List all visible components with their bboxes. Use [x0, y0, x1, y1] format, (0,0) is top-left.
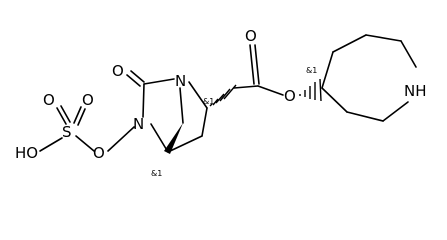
bond-az-4 — [400, 40, 417, 68]
bond-n1-c8 — [179, 87, 184, 124]
hashed-wedge-o-azepane — [299, 78, 322, 102]
bond-ester-co-a — [249, 44, 255, 85]
bond-n6-o — [107, 126, 135, 152]
bond-az-5 — [382, 101, 409, 122]
chemical-structure-diagram: O N N O S O O HO O O NH &1 &1 &1 — [15, 27, 427, 178]
atom-o-s-top1: O — [43, 91, 55, 109]
bond-o-s — [75, 135, 95, 152]
bond-c7-n1 — [143, 78, 175, 85]
bond-c3-c4 — [167, 135, 203, 153]
atom-ho: HO — [15, 144, 38, 162]
atom-nh-azepane: NH — [404, 82, 427, 100]
atom-n-bridge: N — [175, 72, 186, 90]
stereo-label-azepane: &1 — [306, 66, 317, 75]
atom-o-ester-double: O — [245, 27, 257, 45]
bond-az-3 — [365, 34, 402, 42]
stereo-label-c5: &1 — [151, 169, 162, 178]
bond-s-o-top2-a — [73, 106, 82, 124]
bond-az-2 — [332, 34, 367, 53]
bond-s-oh — [39, 137, 63, 152]
bond-hash-end — [233, 85, 259, 89]
bond-az-6 — [346, 111, 384, 122]
bond-urea-carbonyl-1 — [126, 74, 141, 87]
bond-urea-carbonyl-2 — [130, 70, 145, 83]
bond-s-o-top1-b — [60, 105, 71, 123]
bond-az-1 — [321, 51, 334, 89]
atom-s: S — [62, 123, 72, 141]
bond-c7-n6 — [142, 83, 145, 118]
bond-n6-c5 — [150, 123, 169, 153]
atom-o-ester-single: O — [284, 87, 296, 105]
atom-n-ring: N — [133, 115, 144, 133]
bond-c2-c3 — [201, 107, 208, 137]
stereo-label-c2: &1 — [203, 97, 214, 106]
bond-az-7 — [321, 87, 348, 113]
atom-o-urea: O — [112, 62, 124, 80]
atom-o-nitrogen: O — [93, 144, 105, 162]
bond-s-o-top2-b — [77, 108, 86, 126]
bond-n1-c2 — [188, 81, 208, 109]
bond-ester-c-o — [257, 85, 284, 96]
bond-s-o-top1-a — [56, 107, 67, 125]
wedge-c8-c5 — [164, 123, 183, 154]
atom-o-s-top2: O — [82, 91, 94, 109]
molecule-svg: O N N O S O O HO O O NH &1 &1 &1 — [15, 27, 427, 178]
bond-ester-co-b — [254, 44, 260, 85]
